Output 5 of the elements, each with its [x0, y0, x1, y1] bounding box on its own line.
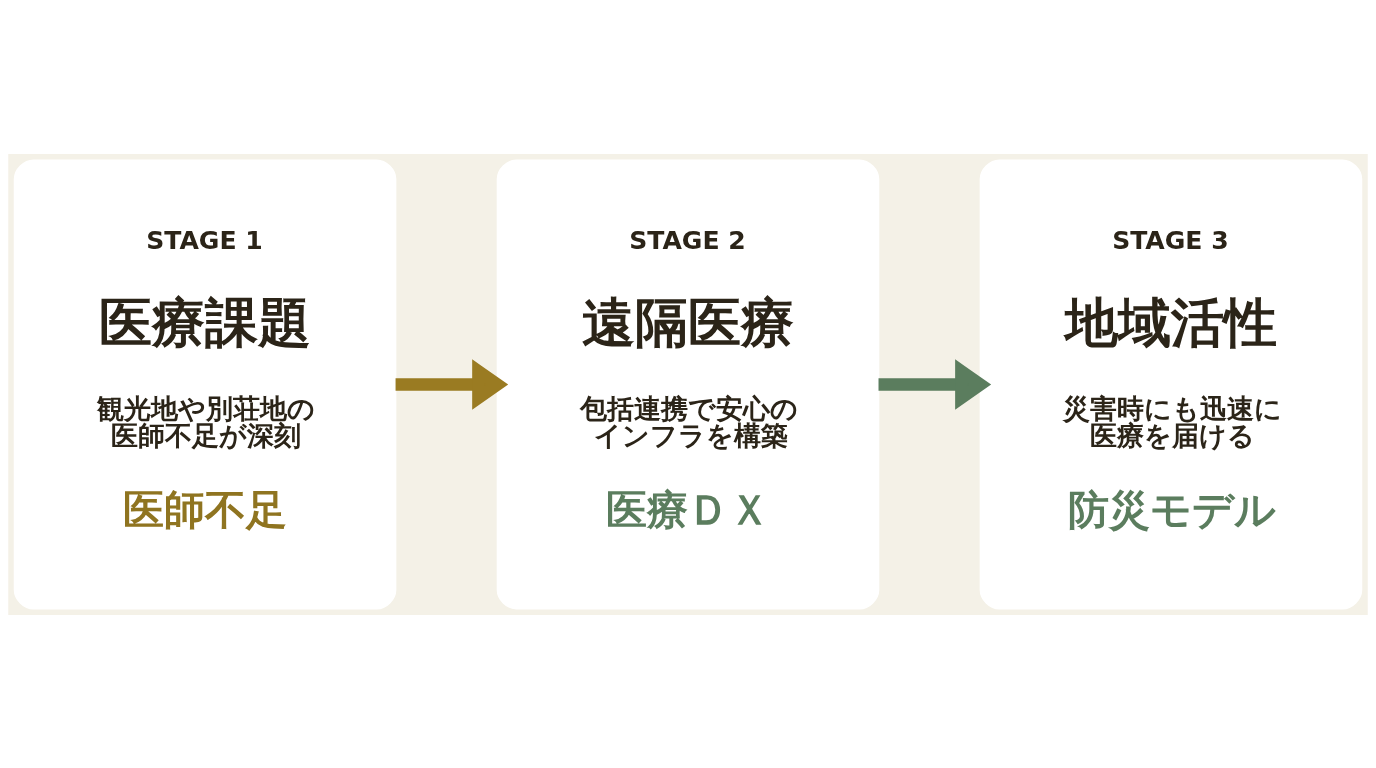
arrow [395, 358, 509, 410]
arrow [878, 358, 992, 410]
node-box: STAGE 2 遠隔医療 包括連携で安心のインフラを構築 医療ＤＸ [496, 159, 880, 609]
node-box: STAGE 1 医療課題 観光地や別荘地の医師不足が深刻 医師不足 [13, 159, 397, 609]
node-box: STAGE 3 地域活性 災害時にも迅速に医療を届ける 防災モデル [979, 159, 1363, 609]
